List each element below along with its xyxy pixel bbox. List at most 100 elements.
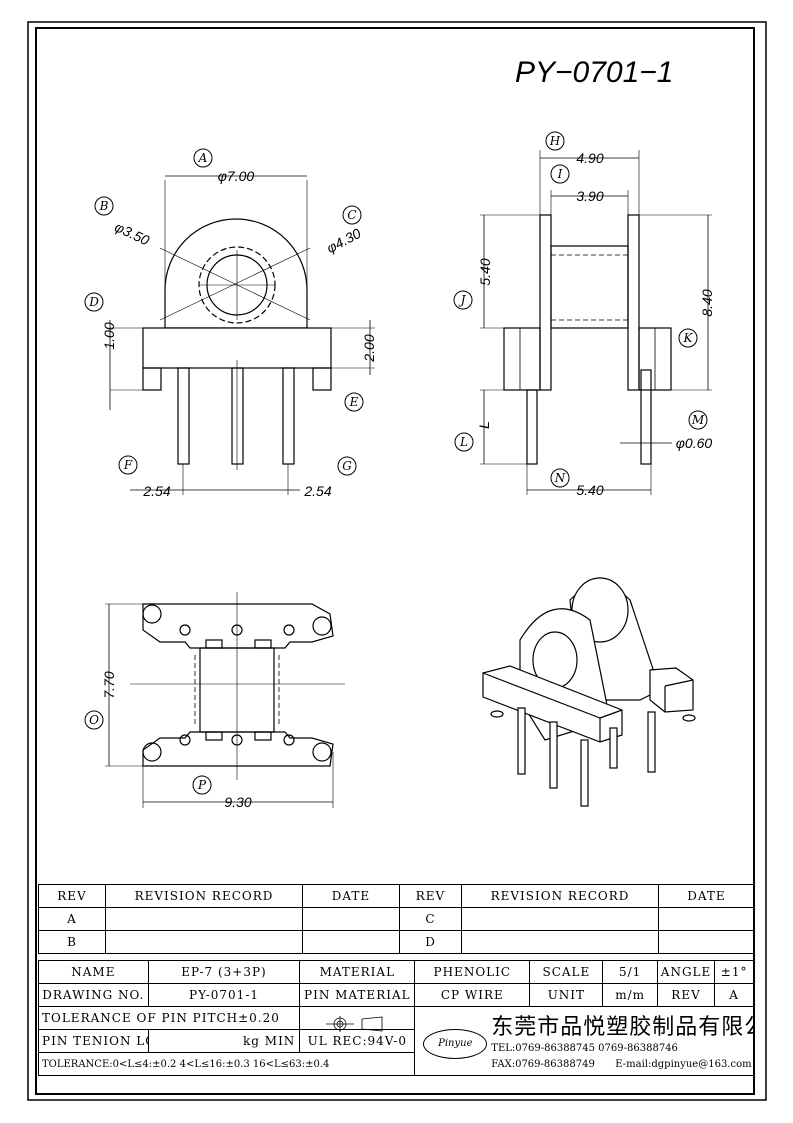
- projection-symbol-cell: [299, 1006, 416, 1030]
- name-value: EP-7 (3+3P): [147, 960, 301, 984]
- rev-header: REV: [399, 884, 462, 908]
- dim-F: 2.54: [142, 483, 170, 499]
- dim-I: 3.90: [576, 188, 603, 204]
- rev-header: REV: [38, 884, 106, 908]
- callout-A: A: [193, 148, 213, 168]
- svg-text:L: L: [459, 435, 468, 449]
- svg-text:I: I: [557, 167, 563, 181]
- svg-text:E: E: [349, 395, 359, 409]
- callout-J: J: [453, 290, 473, 310]
- revision-row: B D: [38, 930, 755, 954]
- svg-text:P: P: [197, 778, 207, 792]
- callout-F: F: [118, 455, 138, 475]
- record-cell: [461, 907, 659, 931]
- company-tel: TEL:0769-86388745 0769-86388746: [491, 1043, 678, 1054]
- unit-label: UNIT: [529, 983, 604, 1007]
- pin-tension-label: PIN TENION LOAD: [38, 1029, 149, 1053]
- rev-label: REV: [656, 983, 716, 1007]
- outer-frame: [27, 21, 767, 1101]
- scale-value: 5/1: [602, 960, 658, 984]
- record-cell: [105, 907, 303, 931]
- drawing-no-label: DRAWING NO.: [38, 983, 149, 1007]
- date-cell: [658, 930, 755, 954]
- svg-text:F: F: [123, 458, 133, 472]
- angle-value: ±1°: [714, 960, 754, 984]
- callout-K: K: [678, 328, 698, 348]
- svg-text:C: C: [347, 208, 356, 222]
- callout-L: L: [454, 432, 474, 452]
- date-header: DATE: [302, 884, 400, 908]
- svg-text:D: D: [88, 295, 99, 309]
- revision-table: REV REVISION RECORD DATE REV REVISION RE…: [38, 884, 755, 954]
- company-name: 东莞市品悦塑胶制品有限公司: [491, 1015, 752, 1040]
- callout-D: D: [84, 292, 104, 312]
- pin-material-label: PIN MATERIAL: [299, 983, 416, 1007]
- dim-B: φ3.50: [112, 219, 152, 249]
- date-cell: [302, 907, 400, 931]
- angle-label: ANGLE: [656, 960, 716, 984]
- callout-O: O: [84, 710, 104, 730]
- isometric-view: [482, 577, 696, 807]
- pin-tension-unit: kg MIN: [147, 1029, 301, 1053]
- revision-record-header: REVISION RECORD: [461, 884, 659, 908]
- svg-text:N: N: [554, 471, 566, 485]
- dim-A: φ7.00: [218, 168, 255, 184]
- dim-P: 9.30: [224, 794, 251, 810]
- dim-D: 1.00: [101, 322, 117, 349]
- rev-cell: B: [38, 930, 106, 954]
- material-label: MATERIAL: [299, 960, 416, 984]
- material-value: PHENOLIC: [414, 960, 531, 984]
- title-block: REV REVISION RECORD DATE REV REVISION RE…: [37, 884, 755, 1076]
- rev-value: A: [714, 983, 754, 1007]
- revision-record-header: REVISION RECORD: [105, 884, 303, 908]
- date-cell: [302, 930, 400, 954]
- company-logo: Pinyue: [423, 1029, 488, 1059]
- callout-C: C: [342, 205, 362, 225]
- pin-material-value: CP WIRE: [414, 983, 531, 1007]
- dim-E: 2.00: [361, 334, 377, 362]
- drawing-title: PY−0701−1: [515, 56, 673, 89]
- callout-M: M: [688, 410, 708, 430]
- scale-label: SCALE: [529, 960, 604, 984]
- callout-G: G: [337, 456, 357, 476]
- callout-N: N: [550, 468, 570, 488]
- svg-text:J: J: [458, 293, 467, 307]
- callout-I: I: [550, 164, 570, 184]
- revision-header: REV REVISION RECORD DATE REV REVISION RE…: [38, 884, 755, 908]
- dim-M: φ0.60: [676, 435, 713, 451]
- spec-table: NAME EP-7 (3+3P) MATERIAL PHENOLIC SCALE…: [37, 960, 754, 1076]
- dim-L: L: [476, 421, 492, 429]
- rev-cell: D: [399, 930, 462, 954]
- tolerance-ranges: TOLERANCE:0<L≤4:±0.2 4<L≤16:±0.3 16<L≤63…: [37, 1052, 416, 1076]
- callout-E: E: [344, 392, 364, 412]
- dim-N: 5.40: [576, 482, 603, 498]
- svg-text:G: G: [342, 459, 352, 473]
- svg-text:B: B: [99, 199, 109, 213]
- inner-frame: [35, 27, 755, 1095]
- bottom-view: [105, 592, 345, 808]
- svg-text:M: M: [691, 413, 705, 427]
- callout-H: H: [545, 131, 565, 151]
- revision-row: A C: [38, 907, 755, 931]
- callout-B: B: [94, 196, 114, 216]
- tolerance-pitch: TOLERANCE OF PIN PITCH±0.20: [37, 1006, 301, 1030]
- svg-text:O: O: [89, 713, 99, 727]
- dimension-labels: φ7.00 φ3.50 φ4.30 1.00 2.00 2.54 2.54 4.…: [101, 150, 715, 810]
- svg-text:A: A: [198, 151, 208, 165]
- rev-cell: A: [38, 907, 106, 931]
- name-label: NAME: [38, 960, 149, 984]
- side-view: [480, 150, 712, 495]
- company-cell: Pinyue 东莞市品悦塑胶制品有限公司 TEL:0769-86388745 0…: [414, 1006, 754, 1076]
- dim-H: 4.90: [576, 150, 603, 166]
- dim-K: 8.40: [699, 289, 715, 316]
- unit-value: m/m: [602, 983, 658, 1007]
- ul-rec: UL REC:94V-0: [299, 1029, 416, 1053]
- date-header: DATE: [658, 884, 755, 908]
- svg-text:K: K: [683, 331, 694, 345]
- svg-text:H: H: [549, 134, 561, 148]
- record-cell: [461, 930, 659, 954]
- dim-O: 7.70: [101, 671, 117, 698]
- dim-J: 5.40: [477, 258, 493, 285]
- dim-G: 2.54: [303, 483, 331, 499]
